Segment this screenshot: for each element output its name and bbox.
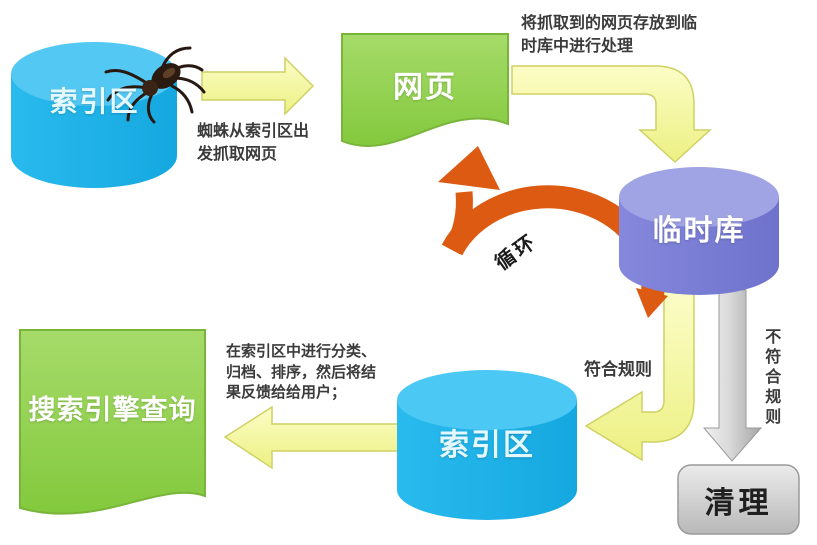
annotation-not-match-rule: 不符合规则: [762, 328, 782, 428]
cylinder-index-area-bottom: [397, 370, 577, 520]
annotation-spider-crawl: 蜘蛛从索引区出 发抓取网页: [197, 121, 310, 163]
spider-icon: [104, 46, 206, 124]
arrow-match-rule: [584, 291, 695, 462]
annotation-store-to-temp: 将抓取到的网页存放到临 时库中进行处理: [521, 13, 698, 55]
cylinder-index-area-top: [11, 42, 177, 188]
arrow-store: [511, 65, 712, 164]
cylinder-temp-db: [619, 167, 779, 295]
arrow-feedback: [223, 405, 399, 470]
node-search-query-shape: [19, 329, 206, 515]
annotation-match-rule: 符合规则: [584, 360, 652, 380]
arrow-not-match-rule: [702, 289, 763, 462]
node-cleanup-shape: [677, 464, 800, 535]
node-webpage-shape: [341, 33, 509, 147]
annotation-index-process: 在索引区中进行分类、 归档、排序，然后将结 果反馈给给用户；: [226, 342, 377, 402]
arrow-crawl: [201, 56, 315, 116]
